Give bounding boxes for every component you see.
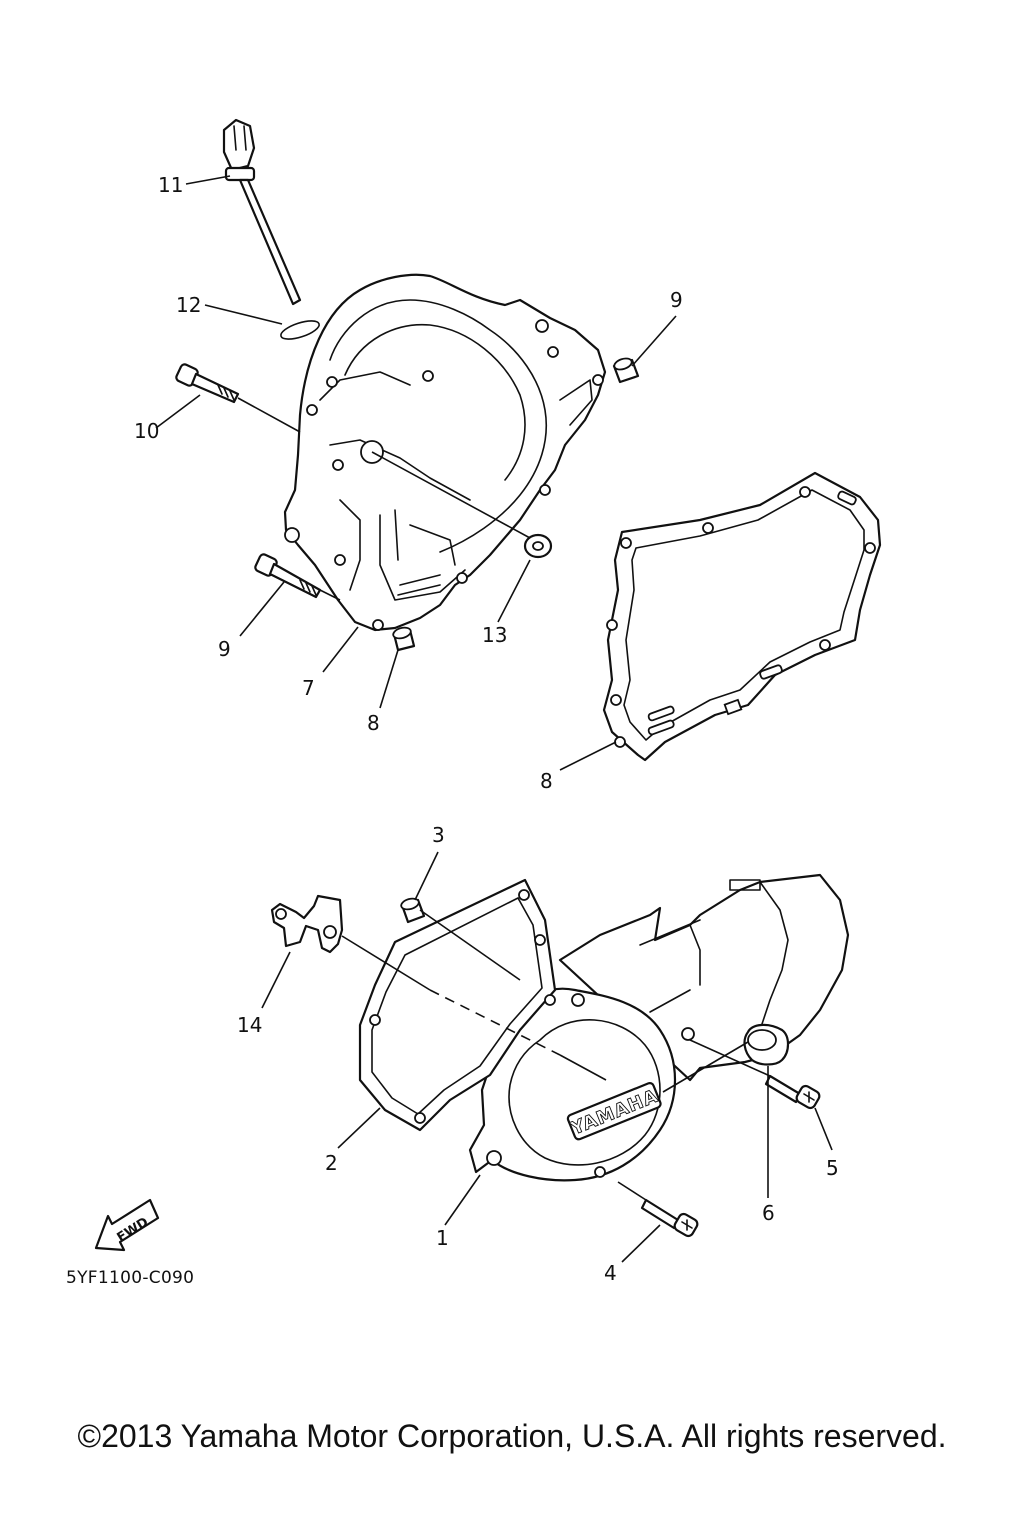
o-ring (280, 320, 320, 340)
callout-10: 9 (218, 637, 231, 661)
callout-13: 12 (176, 293, 201, 317)
callout-9-lower: 8 (367, 711, 380, 735)
copyright-notice: ©2013 Yamaha Motor Corporation, U.S.A. A… (77, 1418, 947, 1454)
forward-direction-arrow-icon: FWD (94, 1198, 160, 1252)
callout-8: 8 (540, 769, 553, 793)
callout-14: 13 (482, 623, 507, 647)
screw-4 (640, 1198, 699, 1238)
crankcase-cover-gasket (602, 471, 882, 762)
callout-6: 6 (762, 1201, 775, 1225)
bolt-10 (254, 553, 322, 599)
bracket (270, 894, 344, 954)
bolt-11 (175, 363, 240, 404)
callout-5: 5 (826, 1156, 839, 1180)
oil-seal (523, 533, 553, 559)
drawing-code: 5YF1100-C090 (66, 1268, 195, 1288)
callout-15: 14 (237, 1013, 262, 1037)
callout-4: 4 (604, 1261, 617, 1285)
callout-12: 11 (158, 173, 183, 197)
generator-cover-gasket (358, 878, 557, 1132)
crankcase-cover-right (283, 273, 607, 632)
dowel-pin-lower (392, 626, 416, 652)
callout-7: 7 (302, 676, 315, 700)
callout-2: 2 (325, 1151, 338, 1175)
callout-11: 10 (134, 419, 159, 443)
cap (743, 1023, 790, 1066)
screw-5 (764, 1074, 821, 1110)
crankcase-cover-left: YAMAHA (468, 873, 850, 1182)
callout-1: 1 (436, 1226, 449, 1250)
callout-3: 3 (432, 823, 445, 847)
dowel-pin-3 (400, 897, 426, 924)
dowel-pin-upper (612, 357, 640, 384)
oil-level-gauge (222, 118, 302, 306)
callout-9-upper: 9 (670, 288, 683, 312)
